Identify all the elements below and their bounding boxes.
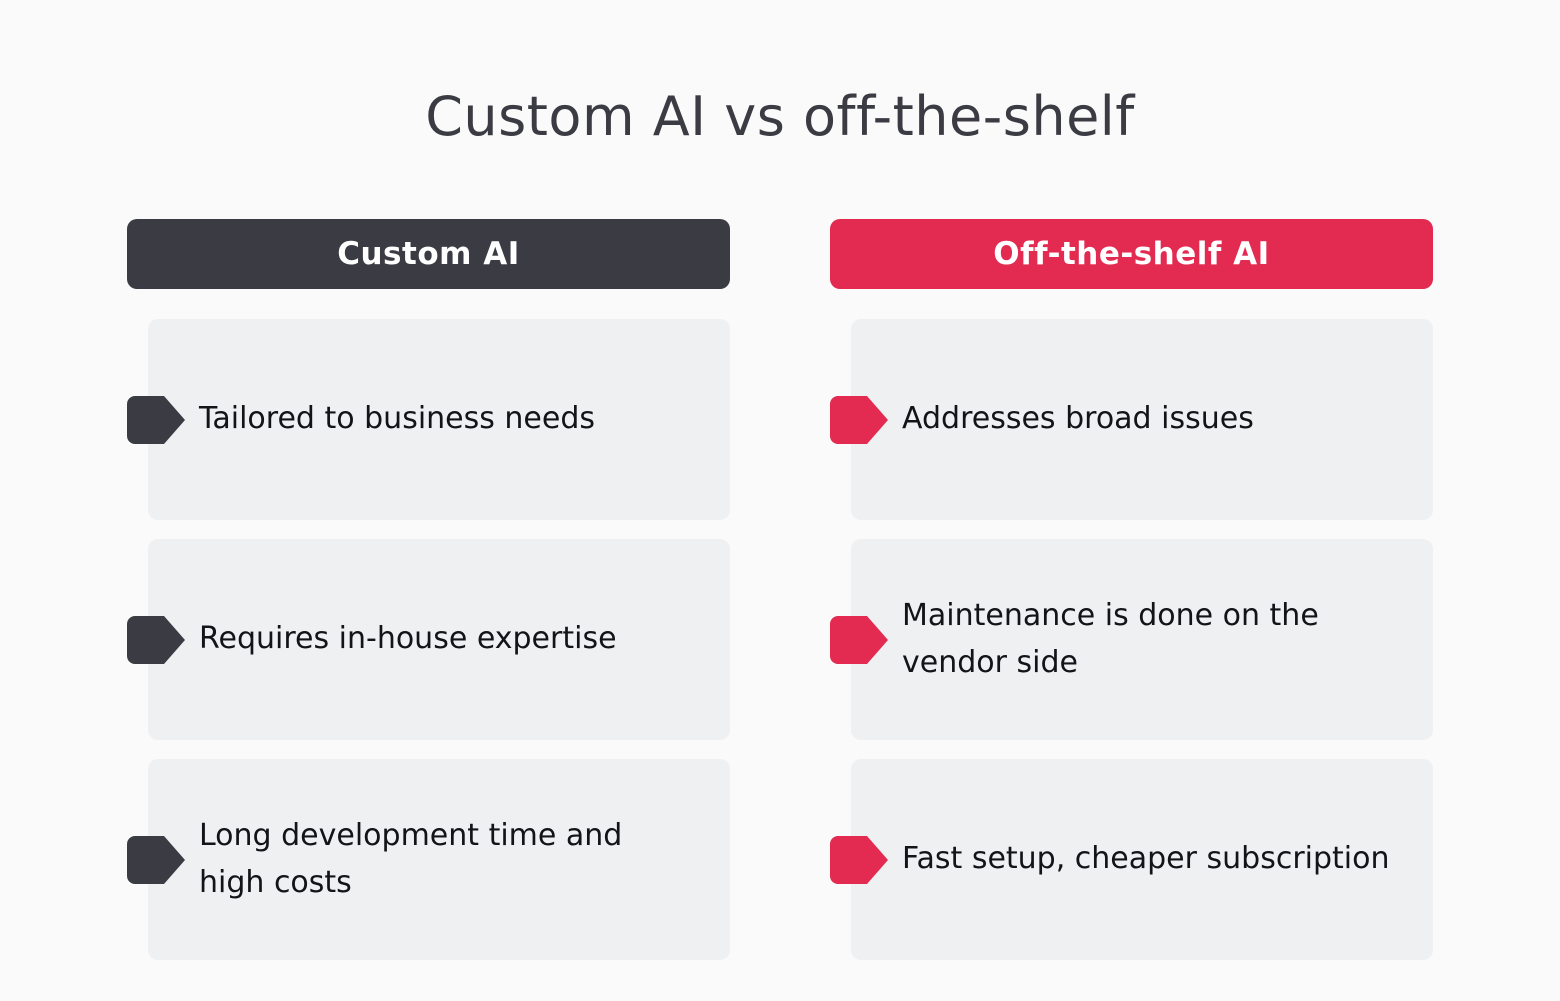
feature-text: Fast setup, cheaper subscription [902, 841, 1390, 877]
arrow-tag-icon [127, 835, 185, 884]
page-title: Custom AI vs off-the-shelf [425, 85, 1135, 148]
feature-text: Addresses broad issues [902, 401, 1254, 437]
column-custom-ai: Custom AI Tailored to business needs Req… [127, 219, 730, 960]
feature-card: Addresses broad issues [830, 319, 1433, 520]
arrow-tag-icon [830, 395, 888, 444]
infographic-page: Custom AI vs off-the-shelf Custom AI Tai… [0, 85, 1560, 960]
arrow-tag-icon [830, 835, 888, 884]
feature-text: Maintenance is done on the vendor side [902, 598, 1319, 680]
feature-card: Tailored to business needs [127, 319, 730, 520]
feature-text: Tailored to business needs [199, 401, 596, 437]
custom-ai-header-badge: Custom AI [127, 219, 730, 289]
arrow-tag-icon [830, 615, 888, 664]
arrow-tag-icon [127, 615, 185, 664]
off-the-shelf-ai-header-badge: Off-the-shelf AI [830, 219, 1433, 289]
comparison-columns: Custom AI Tailored to business needs Req… [0, 219, 1560, 960]
feature-text: Long development time and high costs [199, 818, 623, 900]
arrow-tag-icon [127, 395, 185, 444]
feature-card: Requires in-house expertise [127, 539, 730, 740]
off-the-shelf-ai-card-list: Addresses broad issues Maintenance is do… [830, 319, 1433, 960]
feature-text: Requires in-house expertise [199, 621, 617, 657]
feature-card: Maintenance is done on the vendor side [830, 539, 1433, 740]
column-off-the-shelf-ai: Off-the-shelf AI Addresses broad issues … [830, 219, 1433, 960]
feature-card: Long development time and high costs [127, 759, 730, 960]
feature-card: Fast setup, cheaper subscription [830, 759, 1433, 960]
custom-ai-card-list: Tailored to business needs Requires in-h… [127, 319, 730, 960]
